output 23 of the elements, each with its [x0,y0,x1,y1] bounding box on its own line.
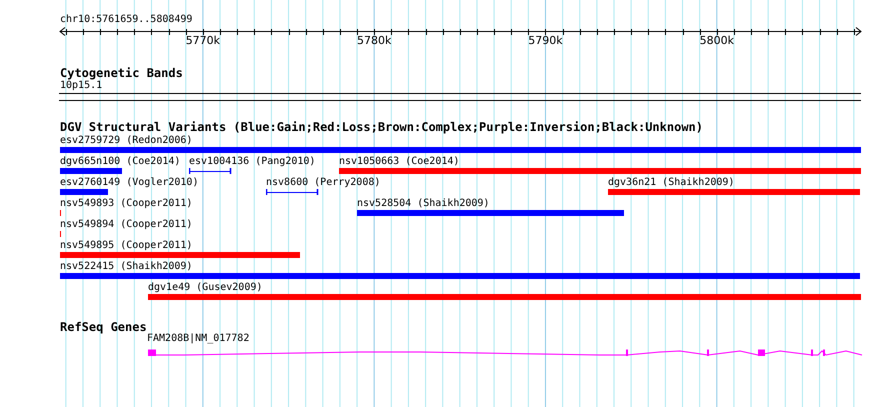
feature-label: nsv549895 (Cooper2011) [60,240,192,251]
feature-label: nsv549894 (Cooper2011) [60,219,192,230]
position-label: chr10:5761659..5808499 [60,14,192,25]
feature-label: nsv522415 (Shaikh2009) [60,261,192,272]
feature-label: dgv1e49 (Gusev2009) [148,282,262,293]
cytoband-label: 10p15.1 [60,80,102,91]
feature-label: dgv665n100 (Coe2014) [60,156,180,167]
feature-label: dgv36n21 (Shaikh2009) [608,177,734,188]
feature-label: nsv8600 (Perry2008) [266,177,380,188]
feature-label: FAM208B|NM_017782 [147,333,250,344]
tick-label: 5780k [356,35,392,47]
feature-label: nsv549893 (Cooper2011) [60,198,192,209]
feature-label: nsv1050663 (Coe2014) [339,156,460,167]
feature-label: esv2760149 (Vogler2010) [60,177,198,188]
tick-label: 5800k [700,35,734,47]
feature-label: esv2759729 (Redon2006) [60,135,192,146]
feature-label: esv1004136 (Pang2010) [189,156,316,167]
feature-label: nsv528504 (Shaikh2009) [357,198,490,209]
tick-label: 5790k [528,35,563,47]
track-heading: Cytogenetic Bands [60,67,183,80]
track-heading: DGV Structural Variants (Blue:Gain;Red:Loss;Brown:Complex;Purple:Inversion;Black:Unknown) [60,121,703,134]
tick-label: 5770k [186,35,220,47]
track-heading: RefSeq Genes [60,321,147,334]
